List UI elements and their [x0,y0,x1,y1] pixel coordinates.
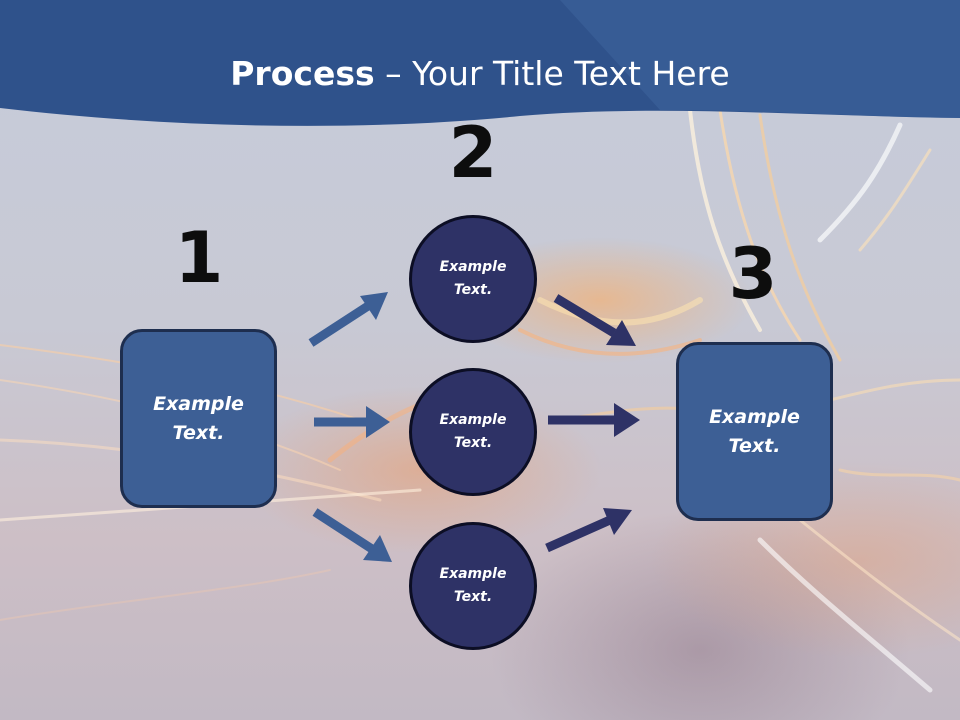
step-2-circle-bottom-text: Example Text. [439,566,507,605]
slide-title-bold: Process [230,54,375,93]
step-2-circle-bottom: Example Text. [409,522,537,650]
step-2-circle-middle: Example Text. [409,368,537,496]
step-2-circle-middle-text: Example Text. [439,412,507,451]
step-number-3: 3 [728,233,778,315]
step-3-box-text: Example Text. [709,405,800,457]
slide-title-text: – Your Title Text Here [374,54,730,93]
arrow-to-circle-bottom [312,508,392,562]
step-2-circle-top-text: Example Text. [439,259,507,298]
step-1-box: Example Text. [120,329,277,508]
step-3-box: Example Text. [676,342,833,521]
arrow-to-circle-middle [314,406,390,438]
step-number-1: 1 [174,217,224,299]
arrow-to-circle-top [308,292,388,347]
arrow-from-circle-middle [548,403,640,437]
arrow-from-circle-top [553,294,636,346]
step-1-box-text: Example Text. [153,392,244,444]
step-2-circle-top: Example Text. [409,215,537,343]
arrow-from-circle-bottom [545,508,632,553]
slide-title: Process – Your Title Text Here [0,52,960,96]
step-number-2: 2 [448,112,498,194]
